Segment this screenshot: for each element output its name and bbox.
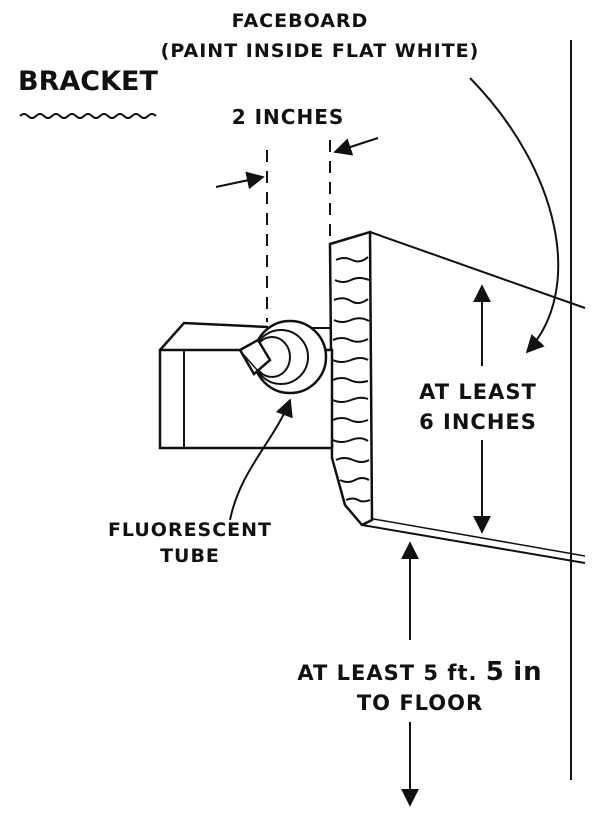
fluorescent-tube-label: FLUORESCENT TUBE [100,517,280,569]
faceboard-note: (PAINT INSIDE FLAT WHITE) [160,40,480,62]
six-inches-line-1: AT LEAST [419,380,537,404]
bracket-underline [19,113,157,119]
bracket-title: BRACKET [18,66,158,97]
fluorescent-line-1: FLUORESCENT [107,519,273,541]
six-inches-label: AT LEAST 6 INCHES [378,377,578,437]
floor-height-part-c: 5 [485,657,505,687]
two-inch-arrow-left [215,171,265,190]
floor-height-line-1: AT LEAST 5 ft. 5 in [255,657,585,688]
lamp-socket [238,319,328,395]
faceboard-label: FACEBOARD [231,10,369,32]
floor-height-part-d: in [513,657,543,687]
six-inches-line-2: 6 INCHES [419,410,537,434]
floor-height-part-a: AT LEAST 5 [297,661,439,685]
floor-height-label: AT LEAST 5 ft. 5 in TO FLOOR [255,657,585,718]
two-inches-label: 2 INCHES [231,105,345,129]
faceboard-pointer-arrow [469,77,560,354]
floor-height-part-b: ft. [447,661,478,685]
two-inch-arrow-right [333,137,379,156]
fluorescent-line-2: TUBE [160,545,220,567]
fluorescent-pointer-arrow [229,398,293,521]
floor-height-line-2: TO FLOOR [356,691,484,715]
faceboard-end-grain [328,230,374,527]
